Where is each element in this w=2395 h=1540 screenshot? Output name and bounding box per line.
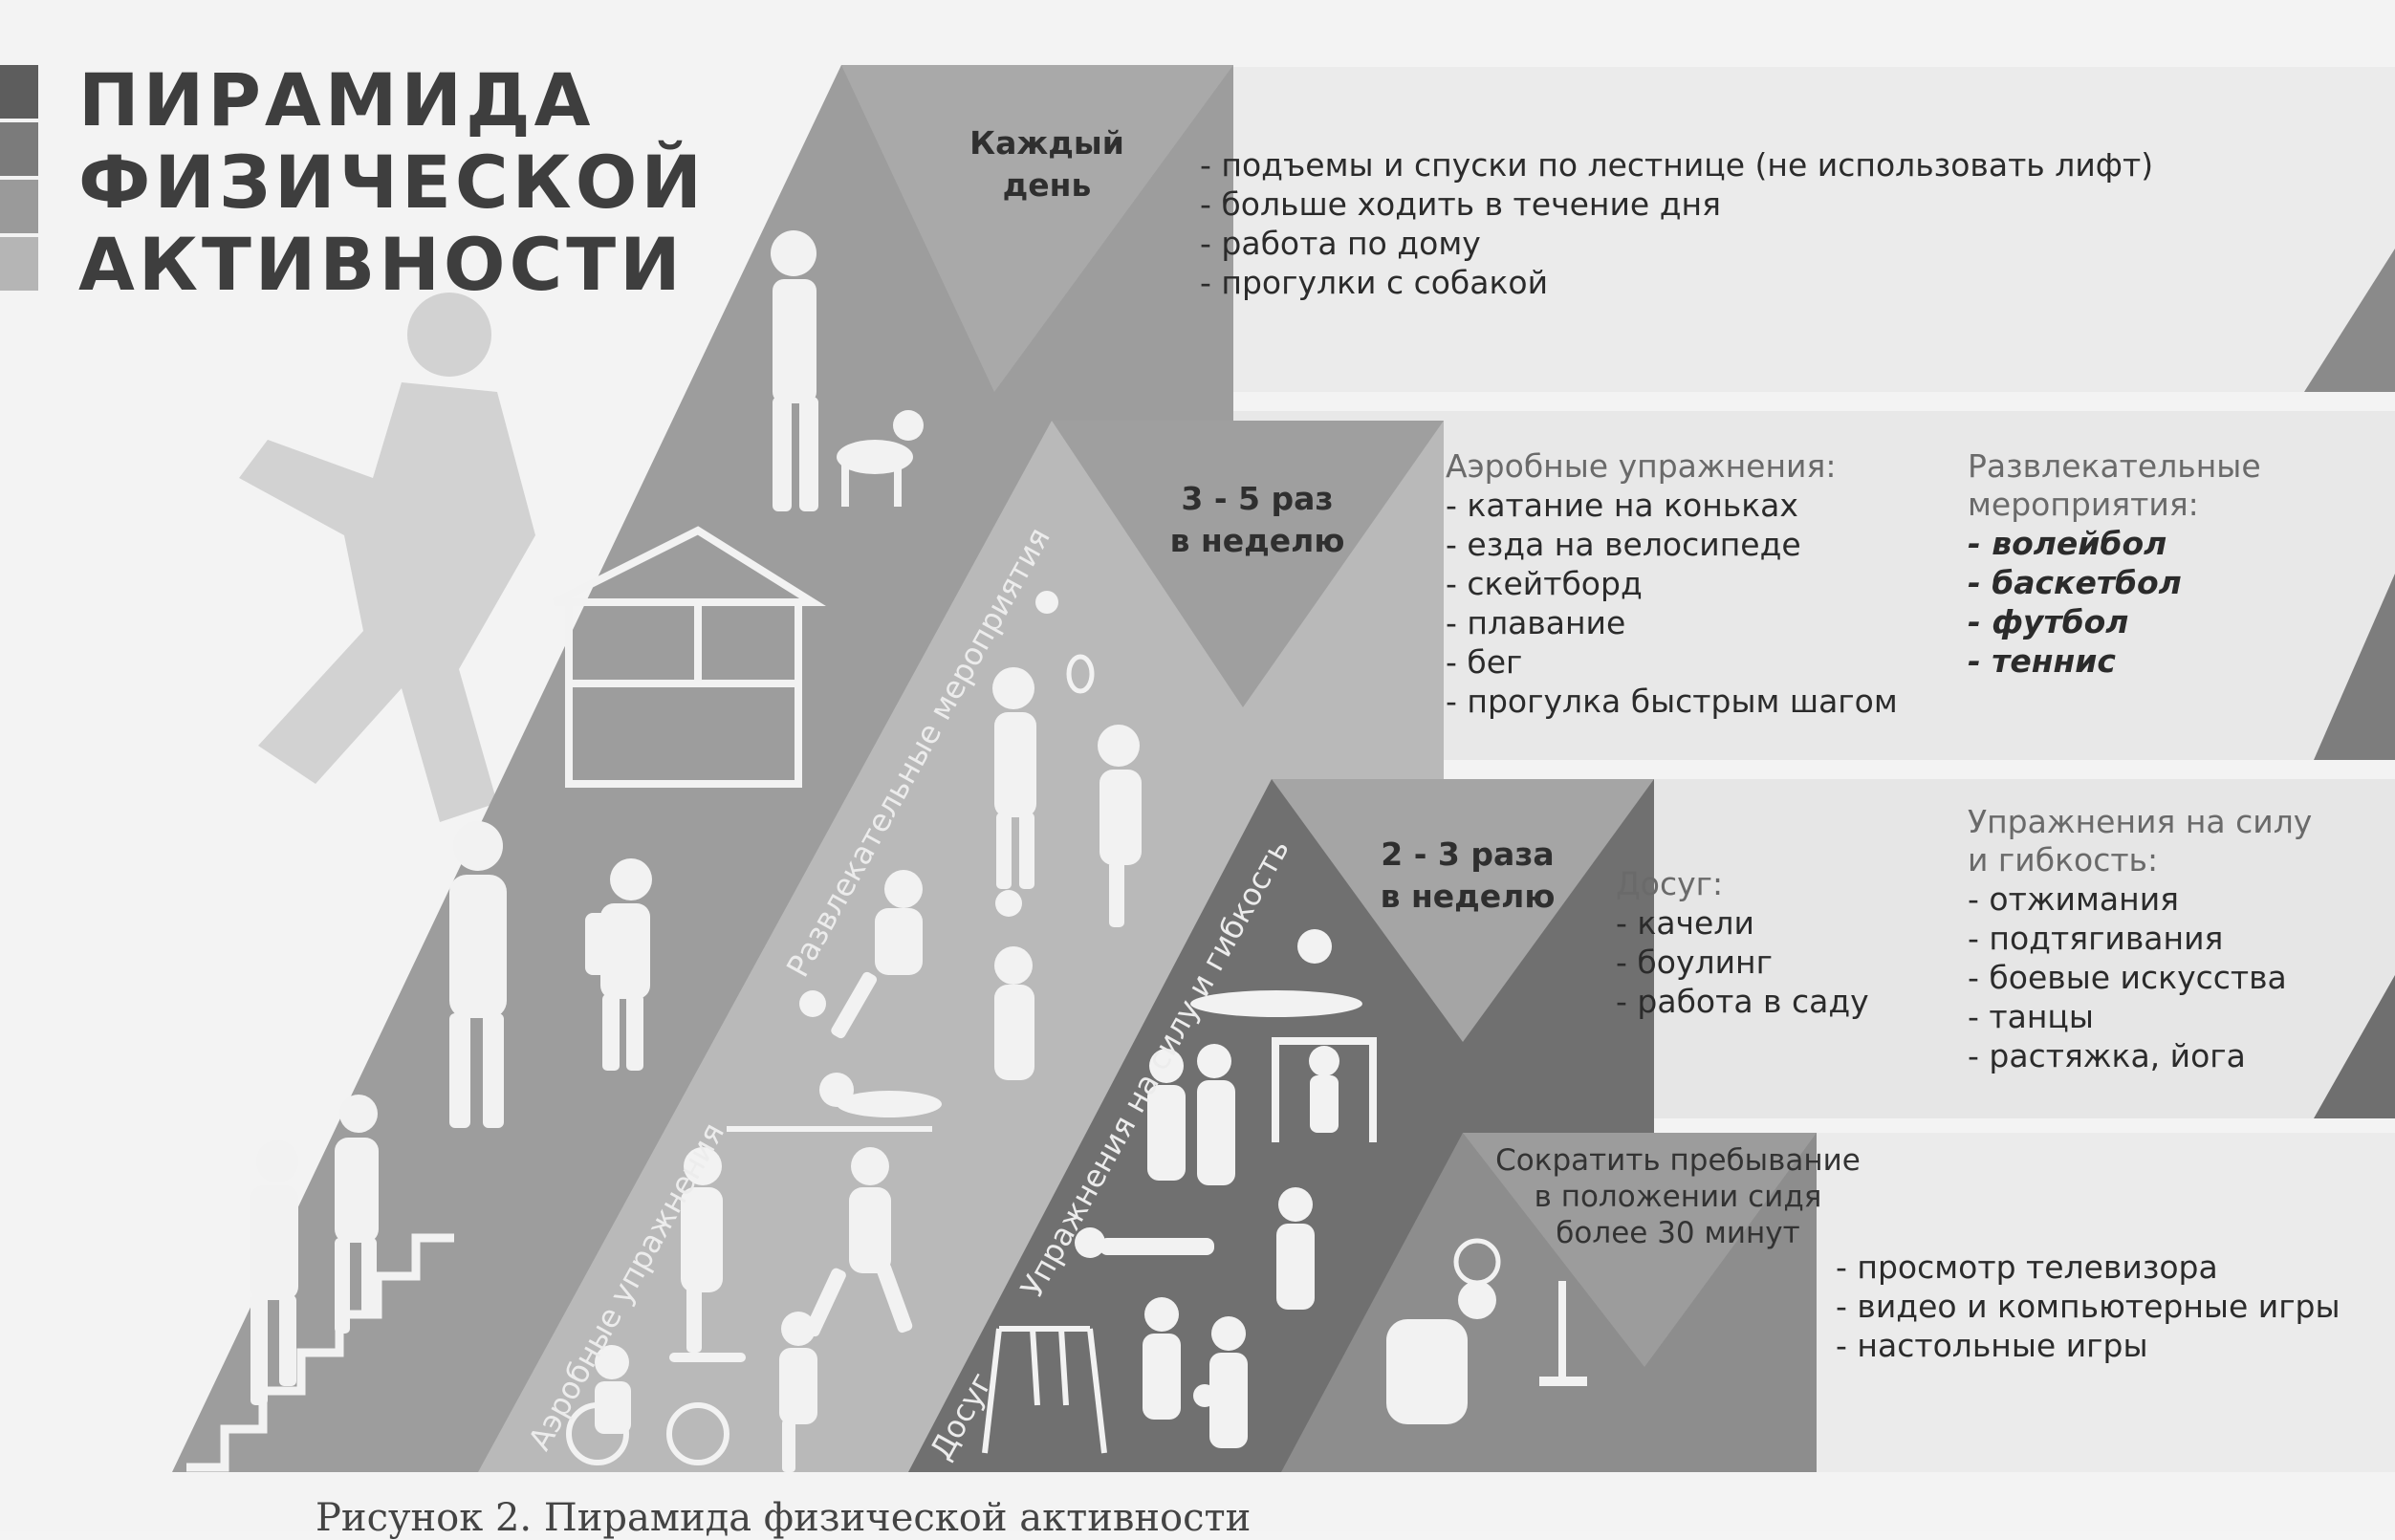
leisure-list: качели боулинг работа в саду xyxy=(1616,903,1869,1021)
cyclist-icon xyxy=(566,1345,729,1465)
heading-line: Развлекательные xyxy=(1968,447,2261,485)
tier-4-list: просмотр телевизора видео и компьютерные… xyxy=(1836,1247,2341,1365)
list-item: работа в саду xyxy=(1616,982,1868,1021)
list-item: бег xyxy=(1446,642,1898,682)
list-item: прогулка быстрым шагом xyxy=(1446,682,1897,721)
skater-icon xyxy=(779,1312,817,1472)
freq-line: более 30 минут xyxy=(1556,1216,1800,1250)
tv-viewer-icon xyxy=(1386,1238,1587,1424)
title-line-3: АКТИВНОСТИ xyxy=(78,222,685,307)
aerobic-group: Аэробные упражнения: катание на коньках … xyxy=(1446,447,1898,721)
list-item: прогулки с собакой xyxy=(1200,263,2153,302)
pushup-icon xyxy=(1075,1227,1214,1258)
tennis-icon xyxy=(1066,654,1142,927)
freq-line: в неделю xyxy=(1380,878,1556,915)
runner-silhouette xyxy=(239,293,535,822)
freq-tab-2 xyxy=(1052,421,1444,707)
list-item: боулинг xyxy=(1616,943,1869,982)
title-stripe xyxy=(0,180,38,233)
person-with-dog-icon xyxy=(771,230,924,511)
tier-1-frequency: Каждый день xyxy=(947,122,1147,206)
swimmer-icon xyxy=(727,1073,942,1132)
list-item: работа по дому xyxy=(1200,224,2153,263)
list-item: качели xyxy=(1616,903,1869,943)
list-item: футбол xyxy=(1968,602,2261,641)
list-item: подтягивания xyxy=(1968,919,2312,958)
figure-caption: Рисунок 2. Пирамида физической активност… xyxy=(316,1496,1252,1540)
tier-3-frequency: 2 - 3 раза в неделю xyxy=(1358,834,1578,918)
list-item: просмотр телевизора xyxy=(1836,1247,2341,1287)
entertainment-list: волейбол баскетбол футбол теннис xyxy=(1968,524,2261,681)
list-item: скейтборд xyxy=(1446,564,1898,603)
heading-line: Упражнения на силу xyxy=(1968,803,2313,840)
freq-line: день xyxy=(1002,166,1092,204)
runner-icon xyxy=(804,1147,913,1337)
people-walking-icon xyxy=(449,821,652,1128)
list-item: теннис xyxy=(1968,641,2261,681)
list-item: отжимания xyxy=(1968,879,2312,919)
swing-icon xyxy=(982,1326,1107,1454)
freq-tab-3 xyxy=(1272,779,1654,1042)
list-item: видео и компьютерные игры xyxy=(1836,1287,2340,1326)
freq-line: в положении сидя xyxy=(1534,1180,1822,1214)
group-heading: Развлекательные мероприятия: xyxy=(1968,447,2261,524)
list-item: езда на велосипеде xyxy=(1446,525,1898,564)
strength-list: отжимания подтягивания боевые искусства … xyxy=(1968,879,2312,1075)
dancers-icon xyxy=(1147,1044,1235,1185)
title-stripe xyxy=(0,237,38,291)
strength-group: Упражнения на силу и гибкость: отжимания… xyxy=(1968,803,2312,1075)
list-item: настольные игры xyxy=(1836,1326,2341,1365)
list-item: боевые искусства xyxy=(1968,958,2312,997)
heading-line: мероприятия: xyxy=(1968,486,2199,523)
list-item: плавание xyxy=(1446,603,1898,642)
group-heading: Упражнения на силу и гибкость: xyxy=(1968,803,2312,879)
stairs-icon xyxy=(186,1095,454,1472)
freq-line: 2 - 3 раза xyxy=(1381,835,1555,873)
tier-2-frequency: 3 - 5 раз в неделю xyxy=(1147,478,1367,562)
leisure-group: Досуг: качели боулинг работа в саду xyxy=(1616,865,1869,1021)
group-heading: Аэробные упражнения: xyxy=(1446,447,1837,485)
entertainment-group: Развлекательные мероприятия: волейбол ба… xyxy=(1968,447,2261,681)
band-edge-3 xyxy=(2314,975,2395,1118)
tier-1-list: подъемы и спуски по лестнице (не использ… xyxy=(1200,145,2153,302)
gardener-icon xyxy=(1209,1316,1248,1448)
list-item: растяжка, йога xyxy=(1968,1036,2312,1075)
freq-line: 3 - 5 раз xyxy=(1181,480,1334,517)
tier-4-frequency: Сократить пребывание в положении сидя бо… xyxy=(1491,1142,1864,1251)
basketball-icon xyxy=(994,890,1034,1080)
title-stripe xyxy=(0,122,38,176)
group-heading: Досуг: xyxy=(1616,865,1724,902)
stretching-icon xyxy=(1190,929,1377,1142)
band-edge-1 xyxy=(2304,249,2395,392)
list-item: баскетбол xyxy=(1968,563,2261,602)
freq-tab-4 xyxy=(1463,1133,1817,1367)
band-edge-2 xyxy=(2314,574,2395,760)
freq-line: Сократить пребывание xyxy=(1495,1143,1861,1178)
aerobic-list: катание на коньках езда на велосипеде ск… xyxy=(1446,486,1898,721)
freq-line: Каждый xyxy=(969,124,1124,162)
list-item: катание на коньках xyxy=(1446,486,1898,525)
title-stripe xyxy=(0,65,38,119)
freq-tab-1 xyxy=(841,65,1233,392)
list-item: больше ходить в течение дня xyxy=(1200,184,2153,224)
title-line-2: ФИЗИЧЕСКОЙ xyxy=(78,140,707,225)
list-item: волейбол xyxy=(1968,524,2261,563)
list-item: танцы xyxy=(1968,997,2312,1036)
freq-line: в неделю xyxy=(1169,522,1345,559)
heading-line: и гибкость: xyxy=(1968,841,2159,878)
volleyball-icon xyxy=(992,591,1058,889)
house-icon xyxy=(553,526,826,788)
title-line-1: ПИРАМИДА xyxy=(78,57,595,142)
martial-arts-icon xyxy=(1276,1187,1315,1310)
list-item: подъемы и спуски по лестнице (не использ… xyxy=(1200,145,2153,184)
football-icon xyxy=(799,870,923,1039)
page-title: ПИРАМИДА ФИЗИЧЕСКОЙ АКТИВНОСТИ xyxy=(78,59,706,306)
skateboard-icon xyxy=(669,1147,746,1362)
